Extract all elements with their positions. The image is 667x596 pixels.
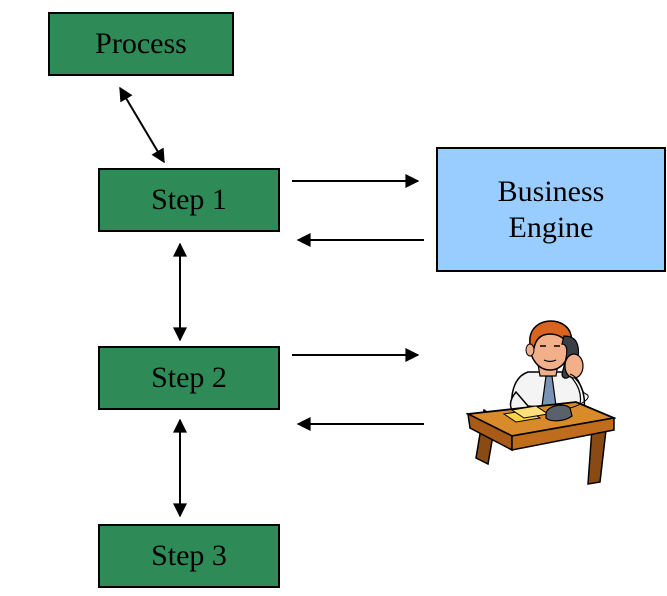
process-label: Process — [95, 27, 187, 60]
business-engine-node: Business Engine — [436, 147, 666, 272]
step3-node: Step 3 — [98, 524, 280, 588]
person-on-phone-at-desk-icon — [466, 320, 616, 485]
step3-label: Step 3 — [151, 539, 227, 572]
arrow-process-step1 — [119, 86, 165, 164]
business-engine-label-line2: Engine — [508, 210, 594, 244]
business-engine-label-line1: Business — [497, 174, 605, 208]
step1-label: Step 1 — [151, 183, 227, 216]
step2-label: Step 2 — [151, 361, 227, 394]
process-node: Process — [48, 12, 234, 76]
step1-node: Step 1 — [98, 168, 280, 232]
step2-node: Step 2 — [98, 346, 280, 410]
